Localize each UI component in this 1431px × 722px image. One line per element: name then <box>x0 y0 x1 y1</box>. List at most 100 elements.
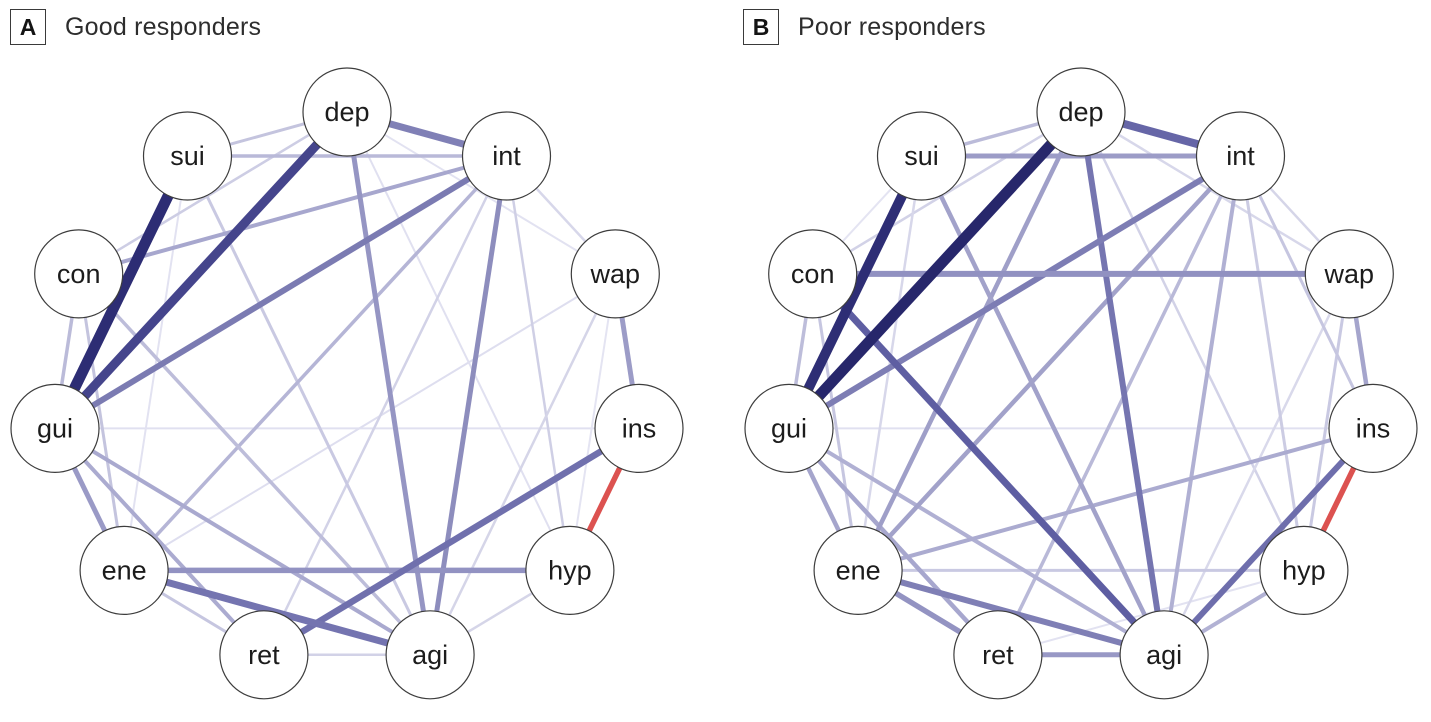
edge-int-hyp-positive <box>505 155 572 571</box>
edge-wap-hyp-positive <box>1302 273 1351 571</box>
edge-dep-gui-positive <box>784 108 1086 433</box>
node-label-ene: ene <box>836 555 881 585</box>
node-wap: wap <box>570 229 660 319</box>
node-label-int: int <box>1226 141 1255 171</box>
node-circle-wap <box>570 229 660 319</box>
node-label-ret: ret <box>982 640 1014 670</box>
edge-dep-gui-positive <box>51 108 351 432</box>
node-circle-int <box>461 111 552 201</box>
node-label-int: int <box>492 141 521 171</box>
edge-sui-ene-positive <box>856 155 923 571</box>
node-label-dep: dep <box>324 97 369 127</box>
node-label-ins: ins <box>622 413 657 443</box>
edge-gui-int-positive <box>787 153 1243 431</box>
edge-wap-hyp-positive <box>568 273 617 571</box>
node-label-con: con <box>791 259 835 289</box>
edge-int-ene-positive <box>856 154 1243 572</box>
node-int: int <box>461 111 552 201</box>
edge-gui-int-positive <box>53 153 509 431</box>
edge-int-hyp-positive <box>1239 155 1306 571</box>
edge-ins-agi-positive <box>1161 426 1376 657</box>
node-dep: dep <box>302 67 392 157</box>
node-ene: ene <box>79 525 169 616</box>
node-con: con <box>34 229 124 319</box>
node-label-hyp: hyp <box>1282 555 1326 585</box>
node-circle-dep <box>302 67 392 157</box>
node-label-gui: gui <box>37 413 73 443</box>
node-circle-agi <box>1119 610 1209 700</box>
node-circle-wap <box>1304 229 1394 319</box>
node-gui: gui <box>10 383 100 473</box>
node-label-ins: ins <box>1356 413 1391 443</box>
panel-b-header: B Poor responders <box>743 9 986 45</box>
node-circle-sui <box>142 111 233 201</box>
node-circle-gui <box>744 383 834 473</box>
edge-con-int-positive <box>78 154 508 276</box>
node-label-hyp: hyp <box>548 555 592 585</box>
edge-int-agi-positive <box>1162 155 1243 656</box>
panel-a-letter-badge: A <box>10 9 46 45</box>
node-dep: dep <box>1036 67 1126 157</box>
panel-b-letter-badge: B <box>743 9 779 45</box>
node-label-ret: ret <box>248 640 280 670</box>
node-label-wap: wap <box>1324 259 1375 289</box>
node-circle-con <box>768 229 858 319</box>
edge-dep-wap-positive <box>346 111 616 275</box>
node-ene: ene <box>813 525 903 616</box>
node-circle-ene <box>79 525 169 616</box>
node-circle-con <box>34 229 124 319</box>
node-wap: wap <box>1304 229 1394 319</box>
edge-con-ene-positive <box>77 273 126 571</box>
edge-dep-con-positive <box>812 110 1082 275</box>
edge-sui-gui-positive <box>50 153 193 431</box>
edge-gui-agi-positive <box>787 426 1166 657</box>
node-circle-sui <box>876 111 967 201</box>
edge-sui-gui-positive <box>784 153 926 431</box>
node-label-wap: wap <box>590 259 641 289</box>
node-circle-gui <box>10 383 100 473</box>
node-label-sui: sui <box>904 141 939 171</box>
node-circle-int <box>1195 111 1286 201</box>
edge-int-ret-positive <box>996 155 1243 656</box>
panel-a-header: A Good responders <box>10 9 261 45</box>
network-panel-b: dep int wap ins hyp agi ret ene gui con sui <box>744 67 1418 700</box>
node-sui: sui <box>142 111 233 201</box>
node-ret: ret <box>219 610 309 700</box>
node-ins: ins <box>1328 383 1418 473</box>
panel-b-title: Poor responders <box>798 12 986 41</box>
edge-ins-ret-positive <box>262 425 641 658</box>
node-sui: sui <box>876 111 967 201</box>
edge-wap-agi-positive <box>428 273 617 656</box>
node-label-gui: gui <box>771 413 807 443</box>
edge-dep-ene-positive <box>856 111 1084 572</box>
edge-dep-agi-positive <box>344 111 433 656</box>
node-agi: agi <box>1119 610 1209 700</box>
edge-gui-ret-positive <box>787 426 1000 657</box>
edge-int-ene-positive <box>122 154 508 572</box>
node-hyp: hyp <box>525 525 615 616</box>
edge-dep-hyp-positive <box>1079 111 1306 571</box>
node-label-ene: ene <box>102 555 147 585</box>
node-label-agi: agi <box>1146 640 1182 670</box>
edge-dep-agi-positive <box>1078 111 1168 656</box>
edge-sui-ene-positive <box>123 155 189 571</box>
node-label-con: con <box>57 259 101 289</box>
edge-dep-wap-positive <box>1080 110 1350 275</box>
node-label-dep: dep <box>1058 97 1103 127</box>
edge-gui-agi-positive <box>53 426 432 657</box>
node-circle-dep <box>1036 67 1126 157</box>
node-circle-agi <box>385 610 475 700</box>
edge-gui-ret-positive <box>53 427 266 657</box>
edge-int-ins-positive <box>1239 155 1375 430</box>
node-int: int <box>1195 111 1286 201</box>
node-ret: ret <box>953 610 1043 700</box>
edge-con-ene-positive <box>811 273 860 571</box>
edge-dep-con-positive <box>78 110 348 275</box>
node-circle-ins <box>1328 383 1418 473</box>
node-circle-ins <box>594 383 684 473</box>
node-agi: agi <box>385 610 475 700</box>
node-label-sui: sui <box>170 141 205 171</box>
edge-wap-ene-positive <box>123 273 616 572</box>
node-circle-hyp <box>525 525 615 616</box>
